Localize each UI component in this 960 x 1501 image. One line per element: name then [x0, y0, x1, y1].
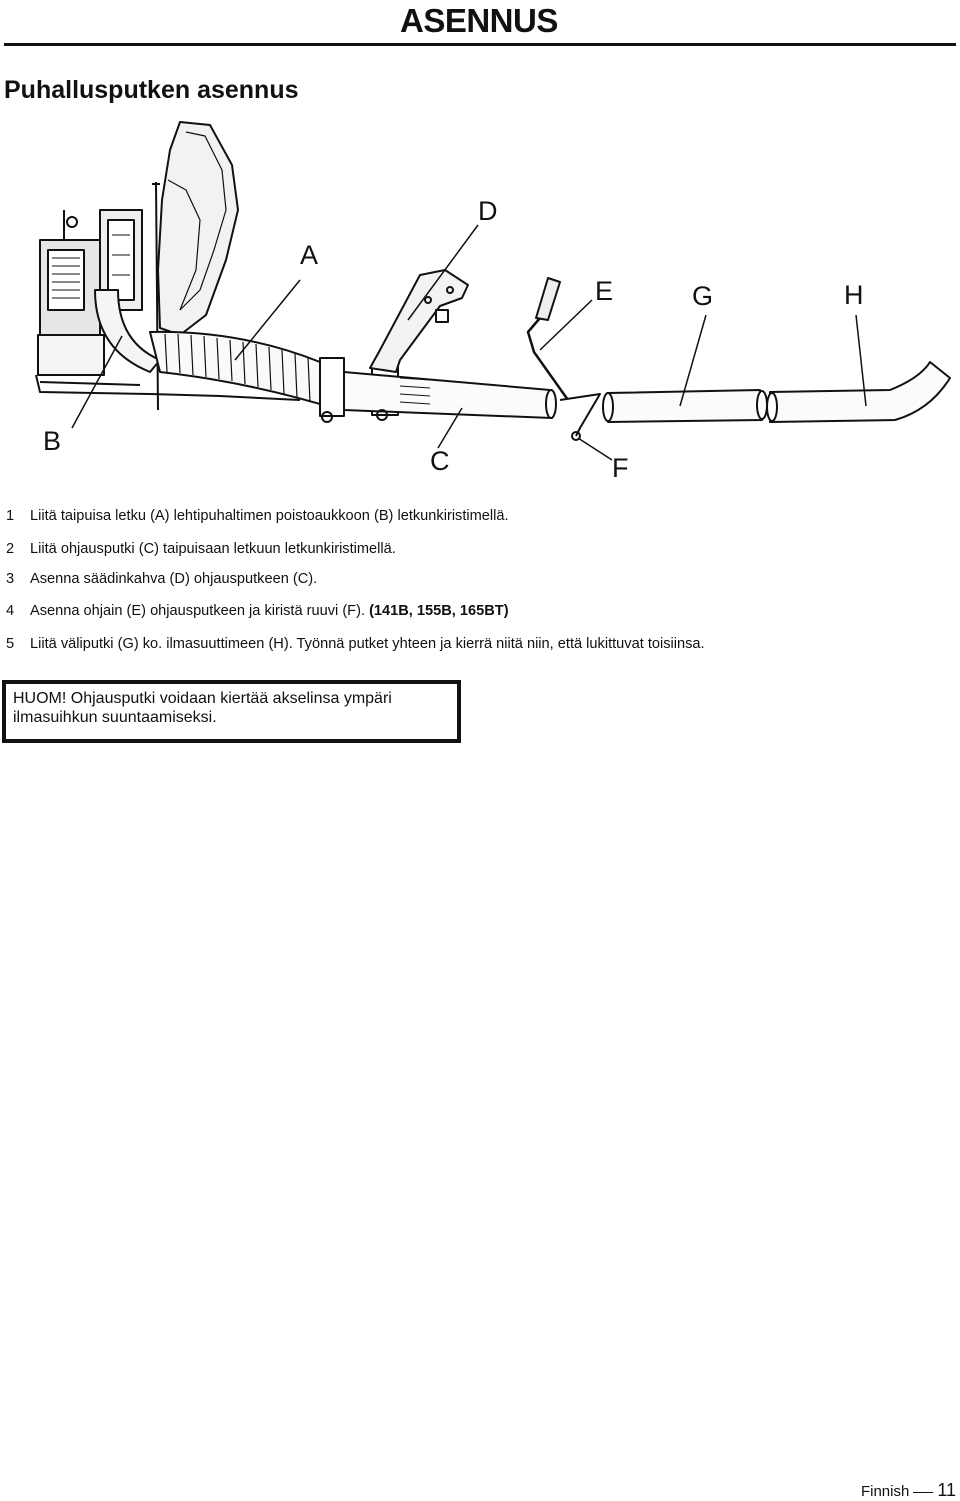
- page-footer: Finnish 11: [861, 1480, 956, 1501]
- note-line-2: ilmasuihkun suuntaamiseksi.: [13, 709, 217, 726]
- header-divider: [4, 43, 956, 46]
- instruction-step-5: 5 Liitä väliputki (G) ko. ilmasuuttimeen …: [6, 636, 705, 652]
- callout-label-e: E: [595, 276, 614, 306]
- step-number: 1: [6, 508, 15, 524]
- step-number: 5: [6, 636, 15, 652]
- callout-label-c: C: [430, 446, 450, 476]
- note-box: HUOM! Ohjausputki voidaan kiertää akseli…: [2, 680, 461, 743]
- page-number: 11: [937, 1480, 956, 1500]
- step-number: 4: [6, 603, 15, 619]
- callout-label-b: B: [43, 426, 62, 456]
- step-text: Liitä ohjausputki (C) taipuisaan letkuun…: [30, 541, 396, 557]
- step-text: Liitä väliputki (G) ko. ilmasuuttimeen (…: [30, 636, 705, 652]
- blower-drawing: [35, 121, 951, 461]
- step-text: Liitä taipuisa letku (A) lehtipuhaltimen…: [30, 508, 509, 524]
- instruction-step-1: 1 Liitä taipuisa letku (A) lehtipuhaltime…: [6, 508, 509, 524]
- footer-divider: [913, 1491, 934, 1493]
- instruction-step-4: 4 Asenna ohjain (E) ohjausputkeen ja kiri…: [6, 603, 509, 619]
- step-number: 2: [6, 541, 15, 557]
- footer-language: Finnish: [860, 1483, 910, 1500]
- instruction-step-3: 3 Asenna säädinkahva (D) ohjausputkeen (C…: [6, 571, 317, 587]
- callout-label-d: D: [478, 196, 498, 226]
- model-numbers: (141B, 155B, 165BT): [369, 603, 509, 619]
- step-text: Asenna säädinkahva (D) ohjausputkeen (C)…: [30, 571, 318, 587]
- callout-label-a: A: [300, 240, 319, 270]
- note-line-1: HUOM! Ohjausputki voidaan kiertää akseli…: [13, 690, 392, 707]
- instruction-step-2: 2 Liitä ohjausputki (C) taipuisaan letkuu…: [6, 541, 396, 557]
- callout-label-g: G: [692, 281, 714, 311]
- step-text: Asenna ohjain (E) ohjausputkeen ja kiris…: [30, 603, 370, 619]
- callout-label-f: F: [612, 453, 629, 483]
- step-number: 3: [6, 571, 15, 587]
- assembly-illustration: A D E G H B C F: [0, 110, 960, 490]
- callout-label-h: H: [844, 280, 864, 310]
- section-title: Puhallusputken asennus: [4, 76, 299, 104]
- page-header-title: ASENNUS: [400, 2, 558, 39]
